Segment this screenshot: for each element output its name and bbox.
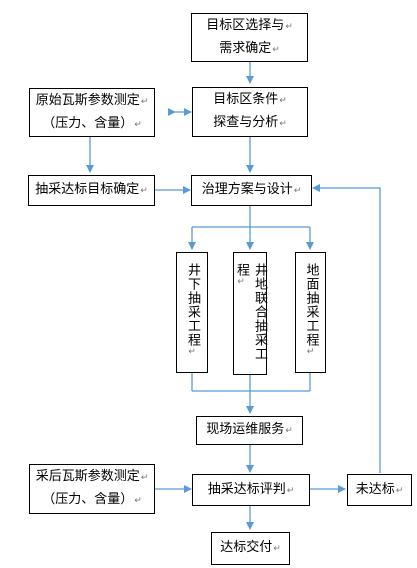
return-mark-icon: ↵ <box>272 44 280 55</box>
return-mark-icon: ↵ <box>293 186 302 196</box>
return-mark-icon: ↵ <box>279 96 287 106</box>
treatment-design-label: 治理方案与设计 <box>201 182 293 197</box>
site-service-box: 现场运维服务↵ <box>196 416 303 445</box>
return-mark-icon: ↵ <box>134 119 142 130</box>
post-gas-measure-line2: （压力、含量） <box>42 492 134 507</box>
target-selection-line1: 目标区选择与 <box>206 17 285 33</box>
target-selection-box: 目标区选择与↵ 需求确定↵ <box>191 13 308 62</box>
return-mark-icon: ↵ <box>286 485 295 496</box>
arrow-loop-back-to-design <box>312 184 381 473</box>
post-gas-measure-line1: 采后瓦斯参数测定 <box>35 469 140 484</box>
extraction-target-box: 抽采达标目标确定↵ <box>28 175 155 206</box>
return-mark-icon: ↵ <box>187 347 197 358</box>
treatment-design-box: 治理方案与设计↵ <box>191 175 312 206</box>
condition-analysis-line2: 探查与分析 <box>213 115 279 130</box>
return-mark-icon: ↵ <box>305 347 316 358</box>
return-mark-icon: ↵ <box>134 496 142 506</box>
underground-extraction-label: 井下抽采工程↵ <box>185 263 200 358</box>
condition-analysis-line1: 目标区条件 <box>213 92 279 107</box>
not-reached-box: 未达标↵ <box>347 474 412 506</box>
original-gas-measure-line1: 原始瓦斯参数测定 <box>35 92 140 108</box>
return-mark-icon: ↵ <box>273 544 281 554</box>
target-selection-line2: 需求确定 <box>219 40 272 56</box>
return-mark-icon: ↵ <box>140 186 148 196</box>
underground-extraction-box: 井下抽采工程↵ <box>176 252 208 373</box>
original-gas-measure-line2: （压力、含量） <box>42 115 134 131</box>
extraction-evaluation-box: 抽采达标评判↵ <box>192 474 310 506</box>
post-gas-measure-box: 采后瓦斯参数测定↵ （压力、含量）↵ <box>29 464 155 514</box>
extraction-evaluation-label: 抽采达标评判 <box>207 481 286 497</box>
return-mark-icon: ↵ <box>395 485 404 496</box>
delivery-label: 达标交付 <box>220 540 273 555</box>
surface-extraction-box: 地面抽采工程↵ <box>295 252 326 373</box>
ground-underground-extraction-box: 井地联合抽采工程↵ <box>233 252 267 375</box>
not-reached-label: 未达标 <box>355 481 395 497</box>
original-gas-measure-box: 原始瓦斯参数测定↵ （压力、含量）↵ <box>29 88 155 137</box>
surface-extraction-label: 地面抽采工程↵ <box>303 263 319 358</box>
condition-analysis-box: 目标区条件↵ 探查与分析↵ <box>192 87 308 137</box>
return-mark-icon: ↵ <box>285 426 293 436</box>
ground-underground-extraction-label: 井地联合抽采工程↵ <box>234 263 267 361</box>
site-service-label: 现场运维服务 <box>206 422 285 437</box>
return-mark-icon: ↵ <box>285 21 293 32</box>
return-mark-icon: ↵ <box>140 473 149 483</box>
delivery-box: 达标交付↵ <box>211 532 290 565</box>
return-mark-icon: ↵ <box>236 277 246 288</box>
return-mark-icon: ↵ <box>140 96 149 107</box>
return-mark-icon: ↵ <box>279 119 287 129</box>
extraction-target-label: 抽采达标目标确定 <box>35 182 140 197</box>
